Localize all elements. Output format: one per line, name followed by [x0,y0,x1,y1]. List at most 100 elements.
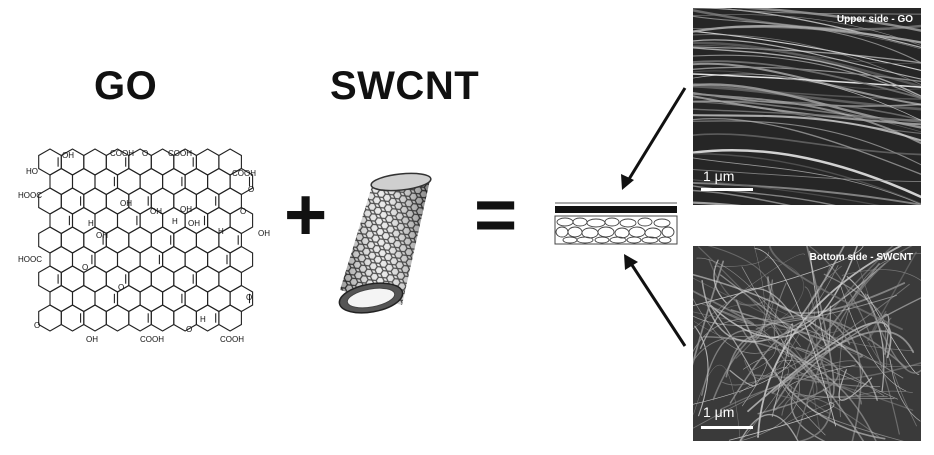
nanotube-bundle [698,246,818,401]
sem-image-bottom-swcnt: Bottom side - SWCNT 1 μm [693,246,921,441]
nanotube-bundle [701,262,886,343]
nanotube-bundle [701,329,817,396]
sem-bottom-scale-bar [701,426,753,429]
go-sheet-wrinkle [693,27,921,50]
nanotube-bundle [747,321,892,413]
nanotube-bundle [694,325,709,417]
go-sheet-wrinkle [714,8,921,15]
go-sheet-wrinkle [693,182,921,205]
nanotube-bundle [806,246,835,398]
sem-top-title: Upper side - GO [836,14,913,25]
go-sheet-wrinkle [693,117,921,175]
functional-group-label: O [240,207,246,216]
nanotube-body [338,172,432,314]
nanotube-bundle [693,265,839,354]
functional-group-label: OH [180,205,192,214]
nanotube-bundle [781,395,881,438]
nanotube-bundle [754,248,837,427]
nanotube-bundle [729,317,851,404]
sem-top-scale-label: 1 μm [703,168,735,184]
go-sheet-wrinkle [693,95,921,126]
nanotube-bundle [693,273,878,401]
go-sheet-wrinkle [693,8,921,49]
nanotube-bundle [773,282,881,388]
go-sheet-wrinkle [693,73,921,121]
nanotube-bundle [806,395,905,441]
functional-group-label: H [218,227,224,236]
go-sheet-wrinkle [693,45,921,65]
nanotube-bundle [744,263,832,380]
go-sheet-wrinkle [693,39,921,80]
porous-cell [637,217,653,227]
go-sheet-wrinkle [693,70,921,91]
nanotube-bundle [693,246,864,307]
porous-cell [658,236,672,244]
go-sheet-wrinkle [693,85,921,111]
nanotube-bundle [693,364,741,441]
nanotube-bundle [693,290,755,326]
go-sheet-wrinkle [693,157,921,205]
go-sheet-wrinkle [693,189,792,205]
functional-group-label: COOH [140,335,164,344]
porous-cell [641,236,659,244]
sem-bottom-title: Bottom side - SWCNT [809,252,913,263]
functional-group-label: OH [150,207,162,216]
porous-cell [597,226,615,238]
go-sheet-wrinkle [693,100,921,122]
nanotube-bundle [889,359,921,422]
nanotube-bundle [783,373,914,414]
go-sheet-wrinkle [693,97,921,133]
go-sheet-wrinkle [693,152,921,205]
nanotube-bundle [867,251,917,342]
functional-group-label: H [200,315,206,324]
go-sheet-wrinkle [693,92,921,107]
nanotube-bundle [719,274,831,352]
porous-cell [653,218,671,228]
functional-group-label: OH [86,335,98,344]
nanotube-bundle [787,364,895,399]
functional-group-label: OH [120,199,132,208]
sem-texture-swcnt [693,246,921,441]
nanotube-bundle [693,260,725,366]
porous-cell [609,236,627,244]
functional-group-label: COOH [168,149,192,158]
functional-group-label: HOOC [18,191,42,200]
functional-group-label: O [118,283,124,292]
equals-sign: = [474,173,518,256]
go-sheet-wrinkle [693,54,921,99]
nanotube-bundle [693,354,793,405]
go-sheet-wrinkle [693,24,921,44]
arrow-bottom [628,261,687,347]
nanotube-bundle [740,279,774,342]
nanotube-bundle [808,246,900,435]
nanotube-bundle [725,334,865,441]
nanotube-bundle [715,303,792,318]
arrowhead-bottom-icon [624,254,638,270]
go-sheet-wrinkle [693,60,921,99]
functional-group-label: OH [62,151,74,160]
porous-cell [594,236,610,244]
sem-texture-go [693,8,921,205]
porous-cell [644,227,662,239]
functional-group-label: H [88,219,94,228]
functional-group-label: O [142,149,148,158]
functional-group-label: COOH [232,169,256,178]
porous-cell [604,217,620,227]
nanotube-bundle [693,253,805,330]
go-sheet-wrinkle [693,133,921,156]
arrow-top [624,87,687,185]
go-sheet-wrinkle [693,169,921,182]
functional-group-label: HOOC [18,255,42,264]
go-sheet-wrinkle [693,114,921,142]
go-sheet-wrinkle [693,148,921,199]
nanotube-bundle [693,308,843,334]
nanotube-bundle [703,336,877,441]
nanotube-bundle [838,369,873,401]
nanotube-bundle [856,259,888,367]
nanotube-bundle [739,413,799,441]
go-label: GO [94,64,158,108]
go-sheet-wrinkle [693,62,921,106]
